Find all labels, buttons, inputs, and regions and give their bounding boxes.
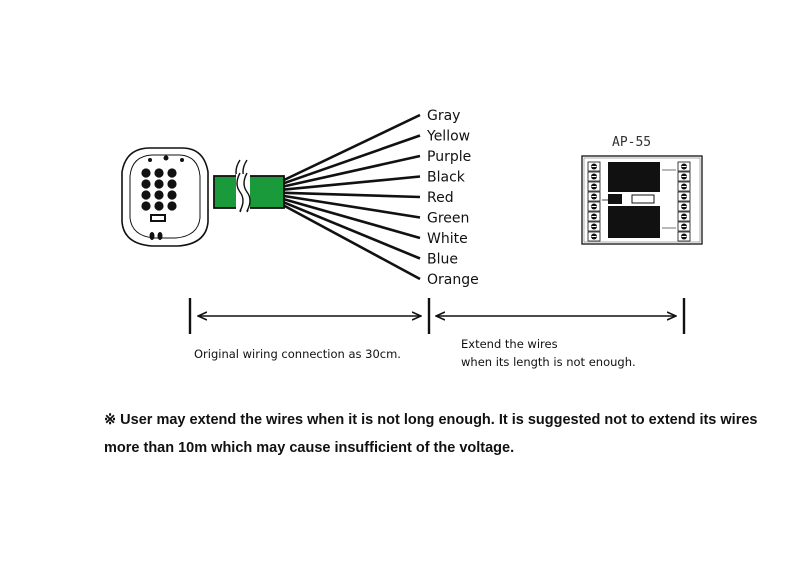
dimension-lines: Original wiring connection as 30cm. Exte… [188,298,686,369]
cable [213,172,285,212]
relay-icon [608,162,660,192]
led-indicator [148,158,152,162]
keypad-key [167,168,177,178]
wire-blue [283,201,421,260]
wire-label-yellow: Yellow [426,129,470,145]
keypad-key [154,201,164,211]
wire-label-blue: Blue [427,252,458,268]
wire-green [283,194,421,219]
extension-label-line1: Extend the wires [461,337,558,351]
wire-orange [283,204,421,281]
wire-white [283,197,421,240]
wire-yellow [283,134,421,185]
keypad-key [167,179,177,189]
keypad-key [154,168,164,178]
keypad-key [167,201,177,211]
note-text: ※ User may extend the wires when it is n… [104,412,758,456]
keypad-keys [141,168,177,211]
led-indicator [163,155,169,161]
wire-label-red: Red [427,190,454,206]
screw-icon [157,232,163,240]
wire-red [283,191,421,199]
relay-icon [608,206,660,238]
keypad-key [141,201,151,211]
wire-label-purple: Purple [427,149,471,165]
keypad-device [121,147,209,247]
keypad-key [154,179,164,189]
keypad-key [141,179,151,189]
extension-label-line2: when its length is not enough. [461,355,636,369]
original-length-label: Original wiring connection as 30cm. [194,347,401,361]
wire-purple [283,154,421,188]
wire-bundle: GrayYellowPurpleBlackRedGreenWhiteBlueOr… [283,108,479,288]
wire-label-orange: Orange [427,272,479,288]
keypad-key [154,190,164,200]
controller-label: AP-55 [612,135,651,150]
terminal-block-left [587,161,601,242]
led-indicator [180,158,184,162]
terminal-block-right [677,161,691,242]
controller-board: AP-55 [581,135,703,245]
screw-icon [149,232,155,240]
keypad-key [167,190,177,200]
wire-label-black: Black [427,170,466,186]
wire-label-green: Green [427,211,469,227]
wire-label-gray: Gray [427,108,460,124]
wire-label-white: White [427,231,468,247]
keypad-key [141,168,151,178]
wire-black [283,175,421,191]
wire-gray [283,113,421,182]
keypad-key [141,190,151,200]
